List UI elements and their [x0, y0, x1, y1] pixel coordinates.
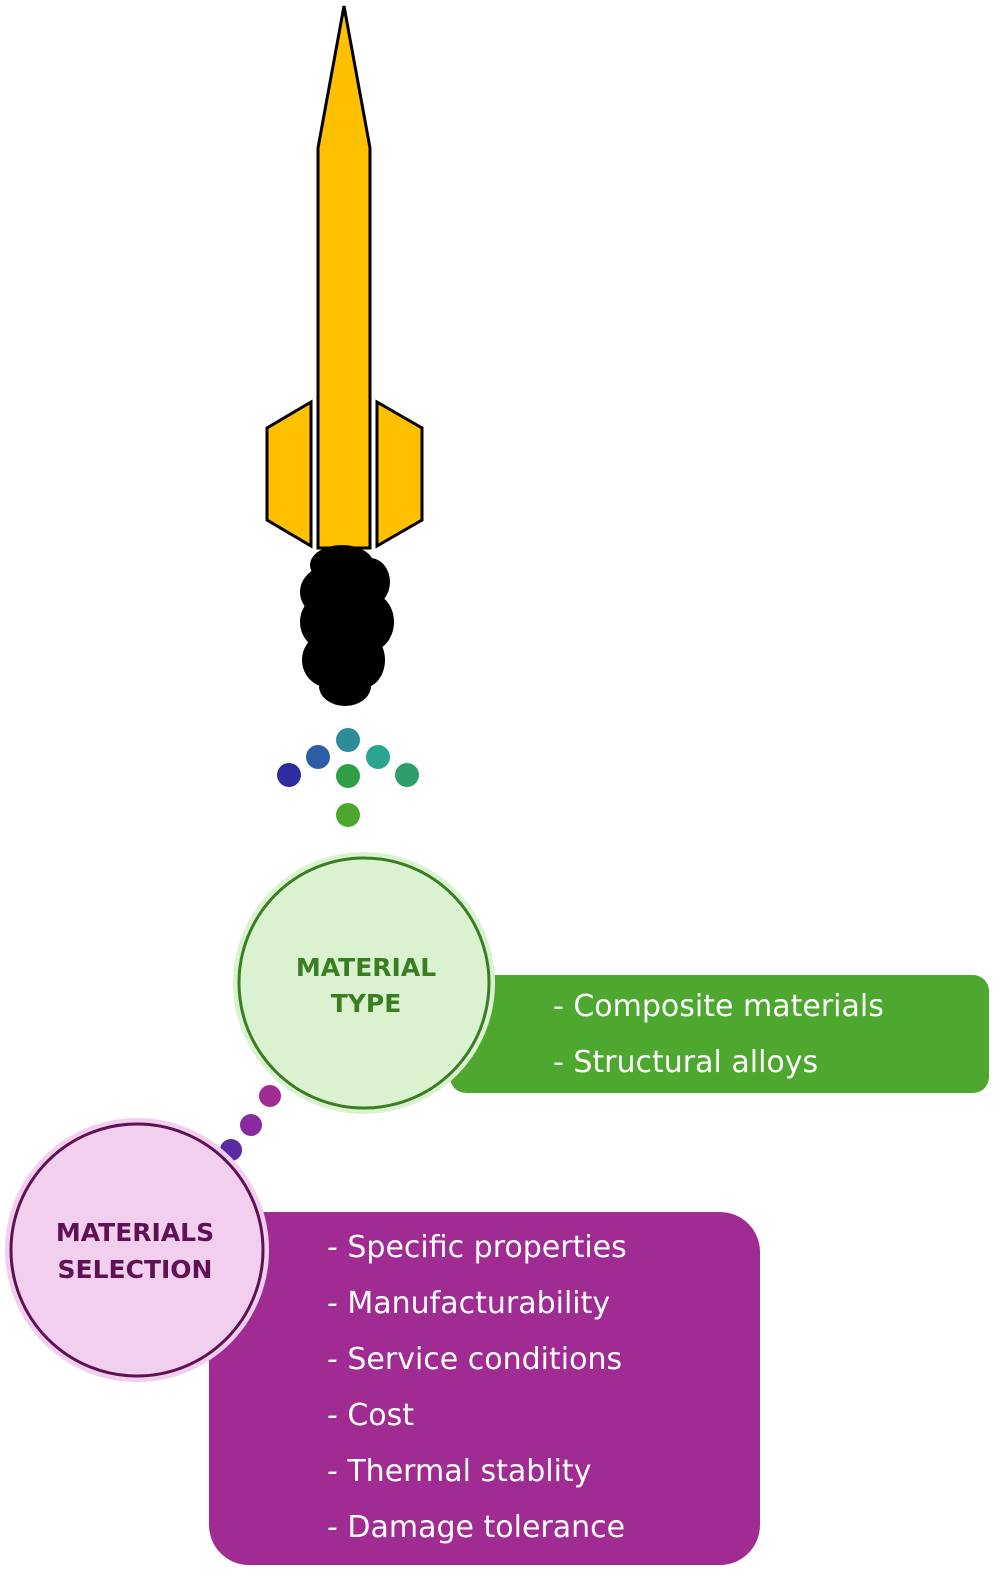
material-type-item: - Composite materials — [553, 989, 884, 1024]
material-type-title-line1: MATERIAL — [296, 953, 436, 982]
materials-selection-item: - Thermal stablity — [327, 1454, 591, 1489]
material-type-box — [450, 975, 989, 1093]
material-type-item: - Structural alloys — [553, 1045, 818, 1080]
materials-selection-item: - Manufacturability — [327, 1286, 610, 1321]
materials-selection-item: - Service conditions — [327, 1342, 622, 1377]
rocket-body — [316, 5, 372, 550]
rocket-left-fin — [265, 399, 313, 549]
exhaust-cloud-icon — [300, 545, 394, 706]
connector-dots — [220, 1085, 281, 1161]
materials-selection-item: - Specific properties — [327, 1230, 627, 1265]
material-type-circle — [237, 856, 491, 1110]
materials-selection-title-line2: SELECTION — [58, 1255, 213, 1284]
rocket-icon — [265, 5, 424, 550]
dot-arrow — [277, 728, 419, 827]
materials-selection-item: - Cost — [327, 1398, 414, 1433]
rocket-right-fin — [375, 399, 424, 549]
materials-selection-circle — [9, 1122, 265, 1378]
materials-selection-item: - Damage tolerance — [327, 1510, 625, 1545]
material-type-title-line2: TYPE — [331, 989, 402, 1018]
materials-selection-box — [209, 1212, 760, 1565]
materials-selection-title-line1: MATERIALS — [56, 1218, 214, 1247]
